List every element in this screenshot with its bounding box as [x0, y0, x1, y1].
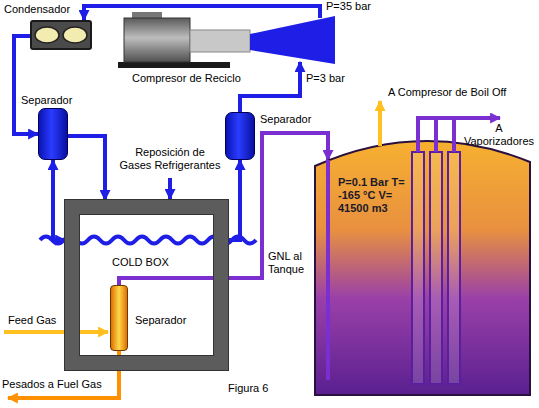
stream-label: A Vaporizadores: [462, 122, 536, 148]
makeup-line: [168, 178, 172, 199]
separator-vessel: Separador: [38, 108, 68, 160]
caption-holder: Figura 6: [228, 382, 268, 395]
process-line: [84, 6, 320, 20]
motor-body: [124, 18, 190, 62]
text-holder: Compresor de Reciclo: [132, 72, 241, 85]
node-label: COLD BOX: [112, 256, 169, 269]
label-holder: P=3 bar: [306, 72, 345, 85]
condenser: Condensador: [30, 20, 92, 50]
fill-pipe: [326, 160, 330, 380]
stream-label: Pesados a Fuel Gas: [2, 378, 102, 391]
stream-label: P=35 bar: [326, 0, 371, 13]
pump-column: [430, 152, 442, 384]
text-holder: Separador: [21, 94, 72, 107]
node-label: Separador: [260, 113, 311, 126]
tank-body: [315, 141, 530, 395]
feed-line: [4, 330, 108, 334]
process-line: [68, 136, 105, 200]
label-holder: GNL al Tanque: [268, 250, 312, 276]
condenser-tubes: [32, 22, 90, 48]
process-line: [240, 62, 300, 112]
label-holder: Pesados a Fuel Gas: [2, 378, 102, 391]
pump-discharge: [418, 118, 454, 152]
text-holder: Condensador: [4, 3, 70, 16]
tube-bundle: [35, 27, 59, 43]
label-holder: A Vaporizadores: [462, 122, 536, 148]
recycle-compressor: Compresor de Reciclo: [120, 18, 335, 62]
process-line: [53, 160, 65, 240]
compressor-casing: [250, 16, 335, 64]
process-line: [14, 36, 38, 134]
node-label: P=0.1 Bar T= -165 °C V= 41500 m3: [338, 176, 406, 215]
tube-bundle: [63, 27, 87, 43]
node-label: Separador: [135, 314, 186, 327]
label-holder: A Compresor de Boil Off: [388, 86, 506, 99]
compressor-drawing: [118, 12, 335, 68]
text-holder: COLD BOX: [112, 256, 169, 269]
node-label: Compresor de Reciclo: [132, 72, 241, 85]
separator-vessel: Separador: [225, 112, 255, 160]
text-holder: Separador: [135, 314, 186, 327]
label-holder: Feed Gas: [8, 314, 56, 327]
separator-vessel: Separador: [110, 285, 128, 351]
pump-column: [412, 152, 424, 384]
label-holder: P=35 bar: [326, 0, 371, 13]
stream-label: P=3 bar: [306, 72, 345, 85]
cold-box: COLD BOX Separador: [65, 200, 228, 370]
stream-label: GNL al Tanque: [268, 250, 312, 276]
figure-caption: Figura 6: [228, 382, 268, 395]
boil-off-line: [378, 101, 382, 146]
compressor-base: [118, 62, 230, 68]
shaft-housing: [190, 30, 250, 52]
pump-column: [448, 152, 460, 384]
process-line: [228, 160, 240, 240]
node-label: Condensador: [4, 3, 70, 16]
text-holder: Separador: [260, 113, 311, 126]
vaporizer-line: [416, 116, 500, 120]
stream-label: Feed Gas: [8, 314, 56, 327]
text-holder: P=0.1 Bar T= -165 °C V= 41500 m3: [338, 176, 406, 215]
label-holder: Reposición de Gases Refrigerantes: [118, 146, 222, 172]
stream-label: Reposición de Gases Refrigerantes: [118, 146, 222, 172]
node-label: Separador: [21, 94, 72, 107]
stream-label: A Compresor de Boil Off: [388, 86, 506, 99]
